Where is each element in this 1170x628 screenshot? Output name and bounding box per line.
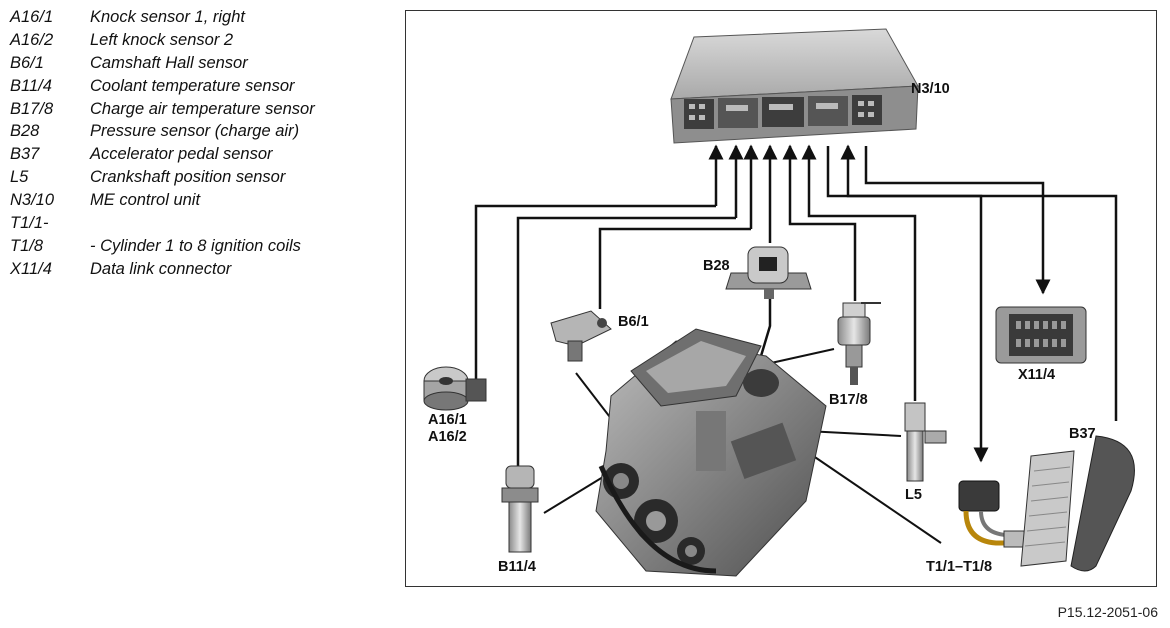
legend-description: Pressure sensor (charge air) [90,122,300,141]
wiring-harness [474,144,1118,466]
legend-row: A16/1 Knock sensor 1, right [10,6,315,29]
legend-row: L5 Crankshaft position sensor [10,166,315,189]
legend-row: T1/1- [10,212,315,235]
wire-x11-4 [864,146,1051,295]
diagram-canvas [423,28,1135,577]
legend-row: X11/4 Data link connector [10,258,315,281]
legend-description: Left knock sensor 2 [90,30,234,49]
legend-row: T1/8 - Cylinder 1 to 8 ignition coils [10,235,315,258]
legend-code: T1/8 [10,236,44,255]
coolant-temp-sensor-b11-4 [501,465,539,553]
legend-description: Coolant temperature sensor [90,76,295,95]
engine-block [595,328,827,577]
legend-code: L5 [10,168,29,187]
label-t1: T1/1–T1/8 [926,559,993,575]
legend-description: Accelerator pedal sensor [90,145,273,164]
data-link-connector-x11-4 [995,306,1087,364]
legend-row: N3/10 ME control unit [10,189,315,212]
label-n3-10: N3/10 [911,81,950,97]
figure-reference: P15.12-2051-06 [1057,604,1158,620]
legend-description: Camshaft Hall sensor [90,53,248,72]
knock-sensor-a16 [423,366,487,411]
crankshaft-sensor-l5 [904,402,947,482]
label-b17-8: B17/8 [829,392,868,408]
label-b28: B28 [703,258,730,274]
ecu-unit [670,28,919,144]
pressure-sensor-b28 [725,246,812,299]
legend-row: B17/8 Charge air temperature sensor [10,98,315,121]
legend-row: A16/2 Left knock sensor 2 [10,29,315,52]
legend-description: ME control unit [90,191,201,210]
label-l5: L5 [905,487,922,503]
legend-code: X11/4 [10,259,52,278]
legend-description: Knock sensor 1, right [90,8,245,26]
ignition-coil-t1 [958,480,1025,548]
legend-code: B28 [10,122,40,141]
legend-description: Data link connector [90,259,232,278]
legend-code: B6/1 [10,53,44,72]
legend-row: B6/1 Camshaft Hall sensor [10,52,315,75]
legend-code: A16/1 [10,8,54,26]
legend-description: - Cylinder 1 to 8 ignition coils [90,236,301,255]
wiring-diagram: N3/10 B28 B6/1 B17/8 A16/1 A16/2 B11/4 L… [405,10,1157,587]
charge-air-temp-sensor-b17-8 [837,302,881,385]
legend-code: B37 [10,145,40,164]
legend-row: B28 Pressure sensor (charge air) [10,120,315,143]
label-x11-4: X11/4 [1018,367,1056,383]
label-b37: B37 [1069,426,1096,442]
legend-code: B17/8 [10,99,54,118]
label-b11-4: B11/4 [498,559,536,575]
legend-description: Charge air temperature sensor [90,99,315,118]
camshaft-sensor-b6-1 [550,310,612,362]
legend-code: B11/4 [10,76,52,95]
legend-code: T1/1- [10,214,49,233]
legend-code: N3/10 [10,191,55,210]
legend-row: B37 Accelerator pedal sensor [10,143,315,166]
legend-row: B11/4 Coolant temperature sensor [10,75,315,98]
legend-description: Crankshaft position sensor [90,168,286,187]
label-a16-2: A16/2 [428,429,467,445]
component-legend: A16/1 Knock sensor 1, right A16/2 Left kno… [10,6,315,281]
accelerator-pedal-b37 [1020,435,1135,572]
legend-code: A16/2 [10,30,54,49]
label-b6-1: B6/1 [618,314,649,330]
label-a16-1: A16/1 [428,412,467,428]
